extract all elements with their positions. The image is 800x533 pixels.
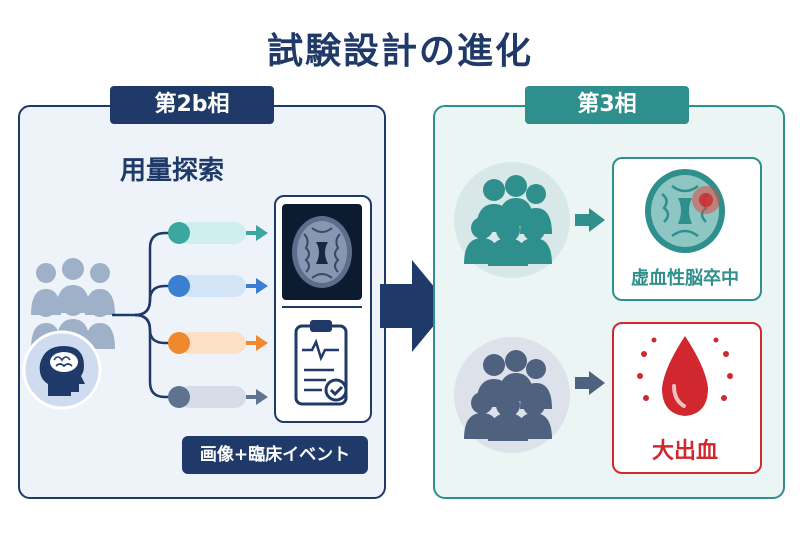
dose-arm-3-arrow-stem [246,341,258,345]
slate-population-icon [454,337,570,453]
dose-arm-2-arrow-stem [246,284,258,288]
teal-population-icon [454,162,570,278]
imaging-clinical-events-label: 画像+臨床イベント [182,436,368,474]
phase-transition-arrow-icon [380,260,450,352]
major-bleeding-label: 大出血 [651,439,718,464]
dose-arm-2-arrow [256,278,268,294]
dose-arm-4-bar [178,386,246,408]
dose-arm-1-arrow [256,225,268,241]
ischemic-stroke-label: 虚血性脳卒中 [631,268,739,289]
brain-head-icon [22,330,102,410]
dose-arm-3-arrow [256,335,268,351]
dose-arm-2-dot [168,275,190,297]
dose-arm-1-bar [178,222,246,244]
blood-drop-icon [637,336,733,416]
slate-arrow-icon [589,371,605,395]
phase2b-badge: 第2b相 [110,86,274,124]
page-title: 試験設計の進化 [266,31,533,72]
clinical-clipboard-icon [294,320,348,406]
dose-arm-1-arrow-stem [246,231,258,235]
teal-arrow-stem [575,214,591,226]
teal-arrow-icon [589,208,605,232]
mri-divider [282,306,362,308]
dose-arm-4-arrow [256,389,268,405]
brain-lesion-icon [645,169,725,253]
slate-arrow-stem [575,377,591,389]
dose-arm-3-bar [178,332,246,354]
dose-arm-3-dot [168,332,190,354]
patient-population-icon [31,258,115,349]
dose-arm-4-dot [168,386,190,408]
brain-mri-icon [292,216,352,288]
dose-arm-1-dot [168,222,190,244]
dose-arm-2-bar [178,275,246,297]
phase3-badge: 第3相 [525,86,689,124]
dose-arm-4-arrow-stem [246,395,258,399]
dose-finding-subtitle: 用量探索 [120,156,225,186]
